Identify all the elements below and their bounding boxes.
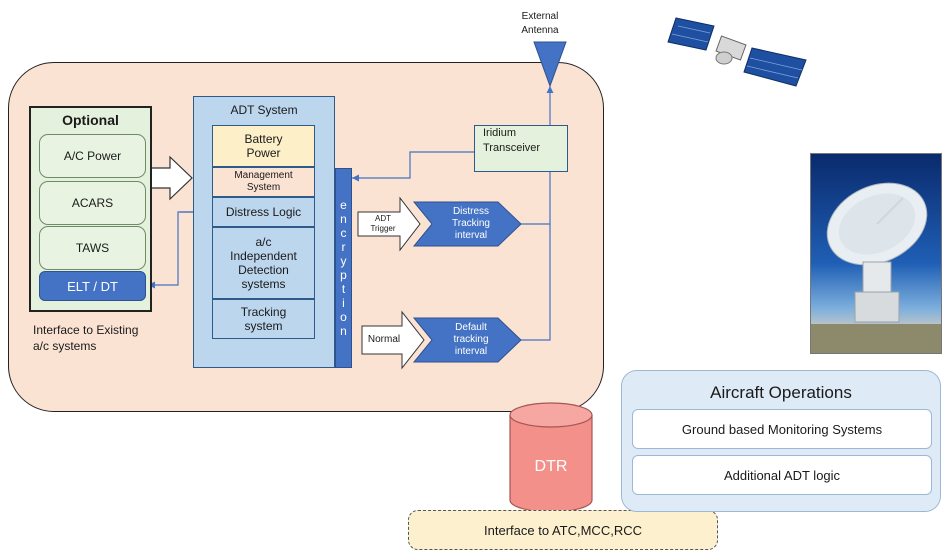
detect-line-4: systems: [241, 277, 286, 291]
default-interval-label: Default tracking interval: [432, 322, 510, 358]
antenna-line-2: Antenna: [521, 25, 559, 36]
dish-drawing: [811, 182, 941, 353]
antenna-icon: [533, 41, 567, 88]
enc-letter: y: [340, 254, 347, 268]
trigger-line-1: ADT: [375, 214, 391, 223]
normal-arrow: [361, 310, 425, 370]
ac-power-box: A/C Power: [39, 134, 146, 178]
distress-interval-line-3: interval: [454, 230, 488, 241]
mgmt-line-2: System: [246, 182, 281, 193]
default-to-iridium-line: [521, 224, 551, 341]
caption-line-2: a/c systems: [33, 339, 97, 353]
distress-interval-shape: [412, 201, 522, 247]
optional-title: Optional: [62, 112, 119, 128]
aircraft-operations-title: Aircraft Operations: [710, 383, 852, 402]
enc-letter: e: [340, 198, 347, 212]
antenna-line-1: External: [521, 11, 559, 22]
detect-line-1: a/c: [255, 235, 272, 249]
tracking-line-1: Tracking: [240, 305, 287, 319]
normal-label: Normal: [367, 334, 401, 345]
default-interval-line-2: tracking: [453, 334, 489, 345]
acars-box: ACARS: [39, 181, 146, 225]
optional-to-adt-arrow: [148, 155, 193, 201]
additional-adt-logic-box: Additional ADT logic: [632, 455, 932, 495]
external-antenna-label: External Antenna: [505, 10, 575, 38]
tracking-system-box: Tracking system: [212, 299, 315, 339]
enc-letter: i: [342, 296, 345, 310]
detect-line-3: Detection: [238, 263, 289, 277]
distress-to-iridium-line: [521, 172, 551, 225]
default-interval-shape: [412, 317, 522, 363]
tracking-line-2: system: [244, 319, 283, 333]
battery-line-2: Power: [246, 146, 281, 160]
elt-dt-box: ELT / DT: [39, 271, 146, 301]
distress-interval-label: Distress Tracking interval: [432, 206, 510, 242]
management-system-box: Management System: [212, 167, 315, 197]
adt-trigger-label: ADT Trigger: [364, 214, 402, 234]
enc-letter: c: [340, 226, 347, 240]
enc-letter: t: [341, 282, 346, 296]
mgmt-line-1: Management: [234, 170, 293, 181]
adt-trigger-arrow: [357, 196, 421, 252]
ground-monitoring-box: Ground based Monitoring Systems: [632, 409, 932, 449]
iridium-to-encryption-line: [352, 151, 474, 182]
aircraft-operations-panel: Aircraft Operations Ground based Monitor…: [621, 370, 941, 512]
satellite-dish-photo: [810, 153, 942, 354]
trigger-line-2: Trigger: [370, 224, 396, 233]
caption-line-1: Interface to Existing: [33, 323, 139, 337]
enc-letter: o: [340, 310, 347, 324]
distress-interval-line-2: Tracking: [452, 218, 490, 229]
enc-letter: n: [340, 212, 347, 226]
battery-line-1: Battery: [244, 132, 283, 146]
battery-power-box: Battery Power: [212, 125, 315, 167]
distress-logic-box: Distress Logic: [212, 197, 315, 227]
enc-letter: n: [340, 324, 347, 338]
enc-letter: r: [341, 240, 346, 254]
enc-letter: p: [340, 268, 347, 282]
optional-panel: Optional A/C Power ACARS TAWS ELT / DT: [29, 106, 152, 312]
iridium-transceiver-box: Iridium Transceiver: [474, 125, 568, 172]
distress-interval-line-1: Distress: [452, 206, 490, 217]
satellite-icon: [667, 17, 807, 87]
dtr-label: DTR: [534, 458, 568, 475]
iridium-line-2: Transceiver: [483, 142, 541, 154]
taws-box: TAWS: [39, 226, 146, 270]
default-interval-line-1: Default: [455, 322, 487, 333]
interface-atc-box: Interface to ATC,MCC,RCC: [408, 510, 718, 550]
detect-line-2: Independent: [230, 249, 297, 263]
adt-system-title: ADT System: [230, 103, 298, 117]
encryption-bar: e n c r y p t i o n: [335, 168, 352, 368]
iridium-line-1: Iridium: [483, 127, 517, 139]
default-interval-line-3: interval: [454, 346, 488, 357]
existing-interface-caption: Interface to Existing a/c systems: [33, 322, 138, 354]
detection-systems-box: a/c Independent Detection systems: [212, 227, 315, 299]
